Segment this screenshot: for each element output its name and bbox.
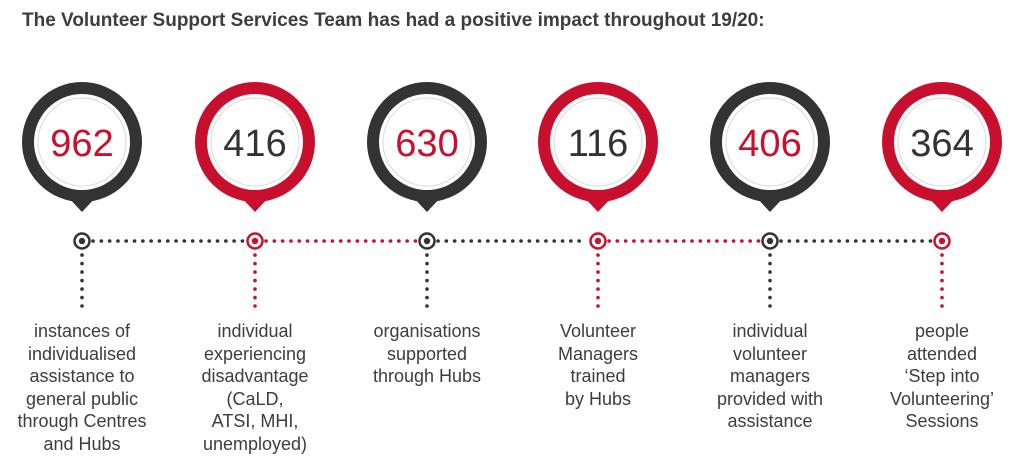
timeline-node-center bbox=[423, 237, 431, 245]
stat-disc bbox=[207, 94, 303, 190]
stat-inner-rim bbox=[553, 97, 643, 187]
stat-962: 962 bbox=[22, 82, 142, 308]
description-line: provided with bbox=[716, 388, 824, 409]
stat-value: 406 bbox=[738, 123, 801, 165]
description-line: Volunteer bbox=[559, 321, 637, 341]
stat-416: 416 bbox=[195, 82, 315, 308]
description-line: people bbox=[914, 321, 970, 341]
description-line: ‘Step into bbox=[904, 366, 980, 386]
pin-pointer bbox=[67, 196, 97, 212]
description-line: unemployed) bbox=[202, 433, 308, 454]
description-line: volunteer bbox=[732, 343, 808, 364]
description-line: and Hubs bbox=[43, 433, 121, 454]
stat-inner-rim bbox=[897, 97, 987, 187]
pin-pointer bbox=[240, 196, 270, 212]
description-line: trained bbox=[570, 366, 626, 386]
stat-value: 116 bbox=[568, 123, 629, 165]
stat-value: 630 bbox=[395, 123, 458, 165]
stat-disc bbox=[379, 94, 475, 190]
stat-inner-rim bbox=[382, 97, 472, 187]
description-line: Sessions bbox=[905, 411, 979, 431]
stat-630: 630 bbox=[367, 82, 487, 308]
description-line: Volunteering’ bbox=[889, 388, 995, 409]
description-line: assistance to bbox=[29, 366, 135, 386]
description-line: managers bbox=[729, 366, 811, 386]
timeline-node-center bbox=[594, 237, 602, 245]
description-line: assistance bbox=[727, 411, 813, 431]
timeline-node-center bbox=[766, 237, 774, 245]
description-line: Managers bbox=[557, 343, 639, 364]
timeline-node-center bbox=[78, 237, 86, 245]
page-heading: The Volunteer Support Services Team has … bbox=[22, 10, 765, 31]
description-line: disadvantage bbox=[201, 366, 309, 386]
description-line: general public bbox=[25, 388, 139, 409]
description-line: (CaLD, bbox=[226, 388, 284, 409]
stat-364: 364 bbox=[882, 82, 1002, 308]
description-line: ATSI, MHI, bbox=[211, 411, 299, 431]
stat-inner-rim bbox=[210, 97, 300, 187]
description-line: through Centres bbox=[17, 411, 147, 431]
description-line: through Hubs bbox=[372, 366, 482, 386]
stat-116: 116 bbox=[538, 82, 658, 308]
description-line: supported bbox=[386, 343, 468, 364]
stat-inner-rim bbox=[37, 97, 127, 187]
stat-disc bbox=[34, 94, 130, 190]
stat-value: 962 bbox=[50, 123, 113, 165]
description-line: attended bbox=[906, 343, 978, 364]
description-line: experiencing bbox=[203, 343, 307, 364]
stat-value: 416 bbox=[223, 123, 286, 165]
stat-406: 406 bbox=[710, 82, 830, 308]
description-line: by Hubs bbox=[564, 388, 632, 409]
description-line: organisations bbox=[373, 321, 481, 341]
pin-pointer bbox=[927, 196, 957, 212]
description-line: instances of bbox=[33, 321, 131, 341]
timeline-node-center bbox=[938, 237, 946, 245]
pin-pointer bbox=[583, 196, 613, 212]
stat-value: 364 bbox=[910, 123, 973, 165]
stat-disc bbox=[550, 94, 646, 190]
timeline-node-center bbox=[251, 237, 259, 245]
pin-pointer bbox=[412, 196, 442, 212]
description-line: individual bbox=[217, 321, 293, 341]
stat-inner-rim bbox=[725, 97, 815, 187]
stat-disc bbox=[894, 94, 990, 190]
description-line: individualised bbox=[27, 343, 137, 364]
stat-disc bbox=[722, 94, 818, 190]
pin-pointer bbox=[755, 196, 785, 212]
description-line: individual bbox=[732, 321, 808, 341]
